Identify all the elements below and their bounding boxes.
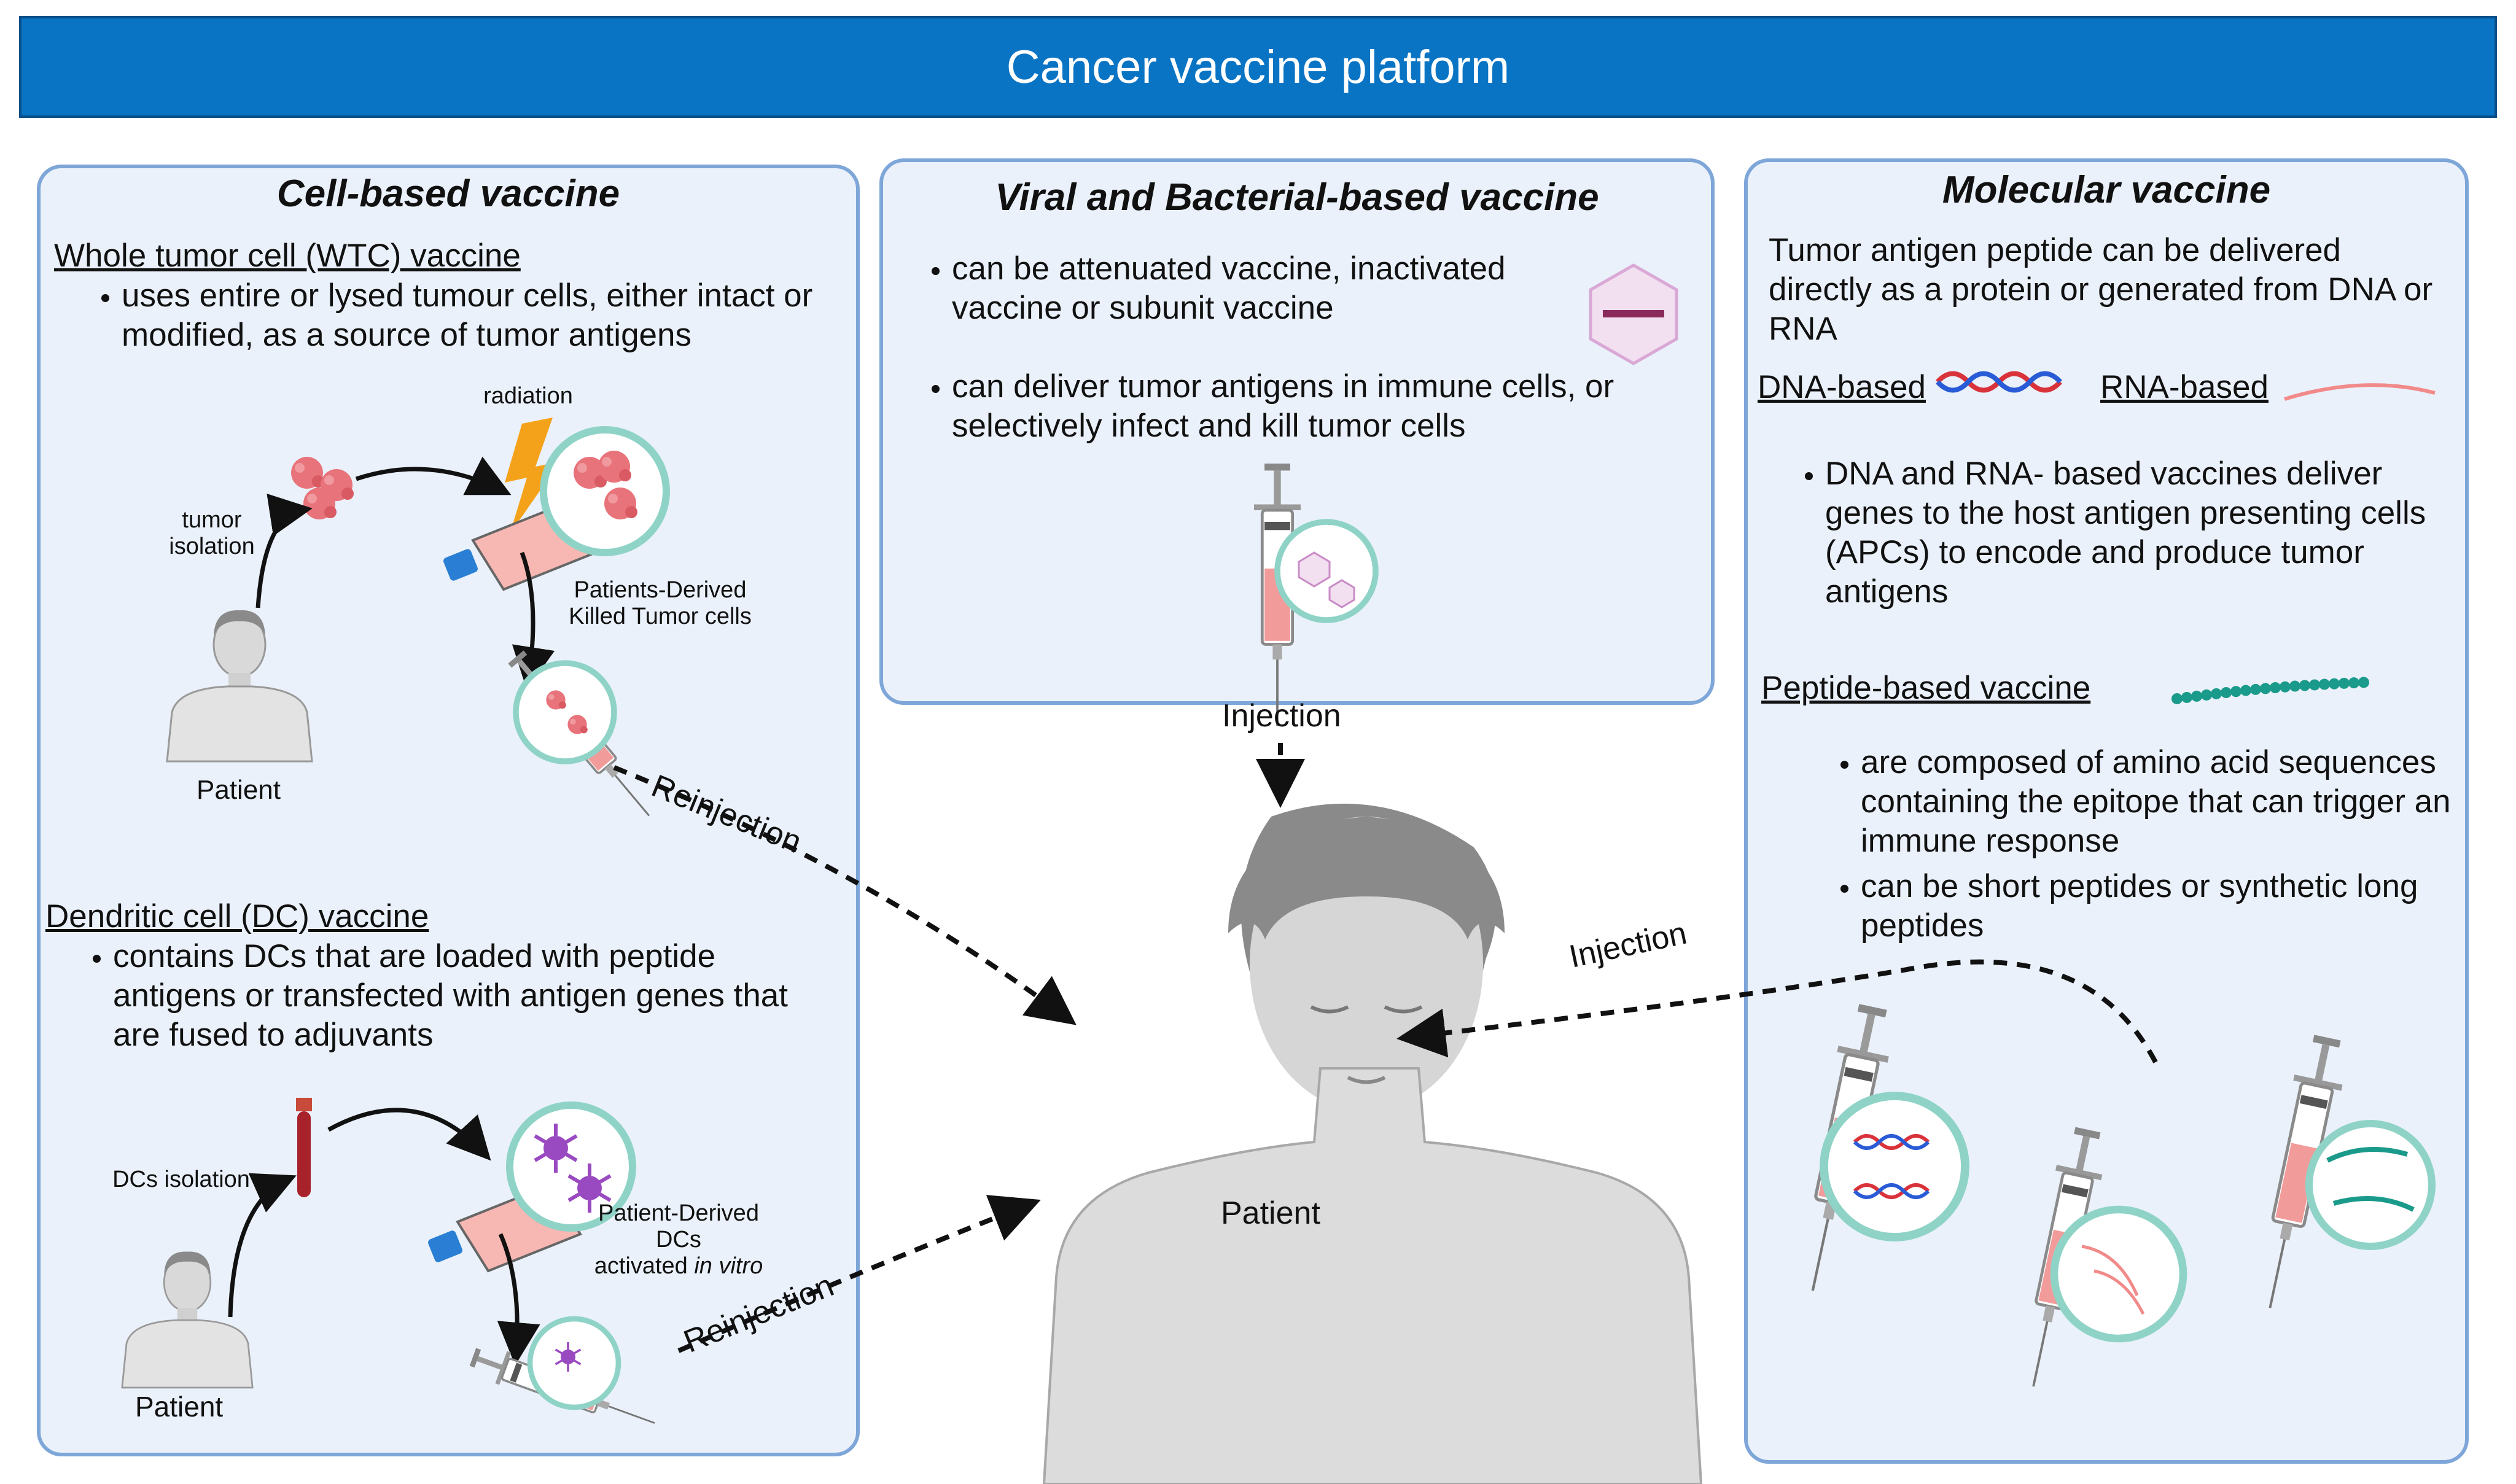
peptide-bead (2171, 693, 2183, 704)
peptide-bead (2230, 686, 2241, 697)
peptide-bullet-2: can be short peptides or synthetic long … (1861, 867, 2469, 946)
tumor-isolation-arrow (255, 493, 313, 608)
to-flask-arrow (355, 456, 512, 495)
to-dc-syringe-arrow (497, 1233, 540, 1366)
molecular-injection-arrow (1396, 959, 2158, 1063)
peptide-bead (2280, 681, 2291, 693)
rna-strand-icon (2284, 383, 2436, 401)
header-banner: Cancer vaccine platform (19, 16, 2497, 118)
nucleic-bullet-list: DNA and RNA- based vaccines deliver gene… (1758, 454, 2458, 618)
to-dc-flask-arrow (327, 1108, 491, 1161)
peptide-bead (2240, 685, 2251, 696)
viral-bullet-1: can be attenuated vaccine, inactivated v… (952, 249, 1603, 328)
killed-cells-label: Patients-Derived Killed Tumor cells (569, 577, 752, 629)
peptide-bullet-1: are composed of amino acid sequences con… (1861, 743, 2469, 861)
dna-helix-icon (1936, 371, 2062, 393)
rna-based-label: RNA-based (2100, 369, 2269, 405)
dc-heading: Dendritic cell (DC) vaccine (45, 898, 429, 934)
radiation-bolt-icon (505, 418, 560, 534)
peptide-bead (2201, 689, 2212, 701)
rna-syringe-dish-icon (2054, 1210, 2183, 1338)
dc-bullet: contains DCs that are loaded with peptid… (113, 937, 807, 1055)
wtc-patient-label: Patient (197, 775, 281, 805)
viral-title: Viral and Bacterial-based vaccine (995, 176, 1599, 219)
peptide-bead (2358, 677, 2369, 688)
molecular-title: Molecular vaccine (1942, 169, 2271, 211)
center-patient-figure (1042, 803, 1703, 1484)
to-syringe-arrow (512, 551, 555, 690)
peptide-bead (2211, 688, 2222, 699)
peptide-bead (2329, 678, 2340, 690)
wtc-bullet: uses entire or lysed tumour cells, eithe… (122, 276, 846, 355)
dc-patient-label: Patient (135, 1391, 224, 1423)
derived-dcs-label: Patient-Derived DCs activated in vitro (594, 1200, 763, 1279)
peptide-chain-icon (2171, 677, 2369, 704)
dcs-isolation-label: DCs isolation (112, 1167, 250, 1192)
virus-particle-icon (1589, 263, 1678, 365)
dc-bullet-list: contains DCs that are loaded with peptid… (45, 937, 807, 1061)
wtc-heading: Whole tumor cell (WTC) vaccine (54, 238, 521, 274)
peptide-bead (2339, 677, 2350, 689)
viral-bullet-2: can deliver tumor antigens in immune cel… (952, 367, 1683, 446)
peptide-bead (2221, 687, 2232, 699)
radiation-label: radiation (483, 383, 573, 409)
molecular-intro: Tumor antigen peptide can be delivered d… (1769, 232, 2433, 347)
wtc-patient-figure (166, 609, 313, 763)
peptide-heading: Peptide-based vaccine (1761, 670, 2091, 706)
tumor-isolation-label: tumor isolation (169, 507, 255, 559)
blood-tube-icon (296, 1098, 312, 1197)
center-patient-label: Patient (1221, 1195, 1320, 1231)
dc-syringe-dish-icon (530, 1319, 618, 1407)
peptide-bullet-list: are composed of amino acid sequences con… (1793, 743, 2469, 952)
page-title: Cancer vaccine platform (1006, 41, 1510, 93)
peptide-bead (2289, 680, 2300, 692)
peptide-bead (2260, 683, 2271, 694)
dna-syringe-dish-icon (1824, 1096, 1965, 1237)
viral-bullet-list: can be attenuated vaccine, inactivated v… (884, 249, 1683, 452)
dna-based-label: DNA-based (1758, 369, 1926, 405)
peptide-bead (2348, 677, 2359, 689)
peptide-bead (2319, 678, 2330, 690)
nucleic-bullet: DNA and RNA- based vaccines deliver gene… (1825, 454, 2458, 612)
peptide-bead (2250, 683, 2261, 695)
peptide-bead (2191, 690, 2202, 702)
peptide-bead (2181, 691, 2192, 703)
peptide-bead (2270, 682, 2281, 694)
dc-isolation-arrow (228, 1173, 297, 1318)
viral-dish-icon (1277, 522, 1376, 620)
viral-injection-label: Injection (1222, 698, 1341, 734)
wtc-bullet-list: uses entire or lysed tumour cells, eithe… (54, 276, 846, 361)
wtc-syringe-dish-icon (516, 663, 614, 761)
wtc-tumor-dish-icon (543, 430, 666, 553)
wtc-reinjection-arrow (613, 765, 1077, 1025)
dc-reinjection-arrow (677, 1195, 1041, 1353)
cell-based-title: Cell-based vaccine (276, 173, 620, 215)
peptide-bead (2299, 680, 2310, 691)
peptide-syringe-dish-icon (2309, 1124, 2432, 1246)
peptide-bead (2309, 679, 2320, 691)
